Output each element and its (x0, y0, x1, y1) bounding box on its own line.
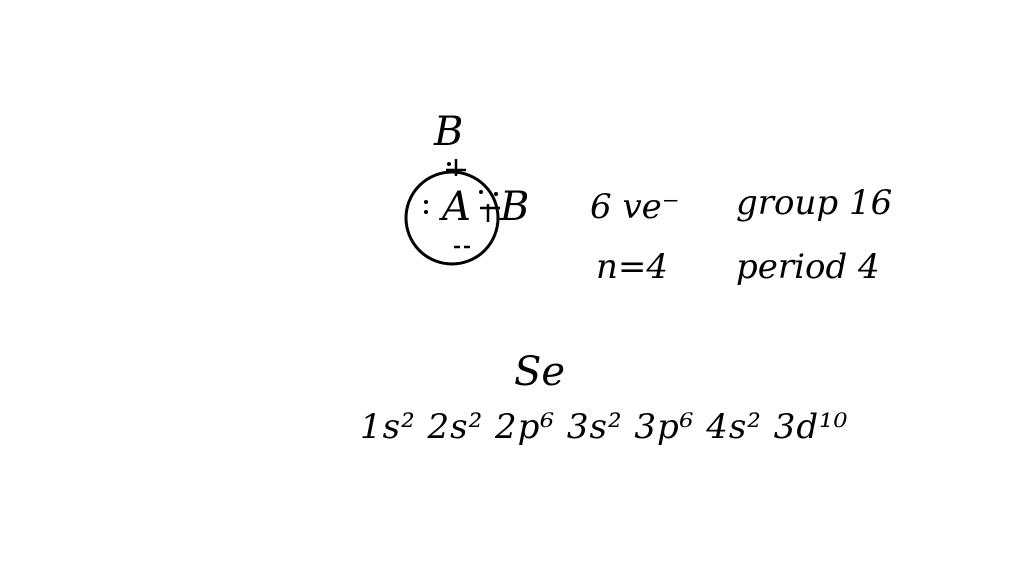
electron-dot (494, 192, 498, 196)
electron-dot (424, 200, 428, 204)
period-note: period 4 (736, 247, 880, 287)
electron-configuration: 1s² 2s² 2p⁶ 3s² 3p⁶ 4s² 3d¹⁰ (360, 407, 849, 447)
right-atom-label: B (500, 184, 530, 230)
electron-dot (447, 162, 451, 166)
group-note: group 16 (736, 183, 893, 223)
atom-circle (404, 170, 500, 266)
center-atom-label: A (442, 184, 471, 230)
electron-dot (479, 190, 483, 194)
element-symbol: Se (514, 349, 566, 395)
electron-dot (424, 210, 428, 214)
shell-note: n=4 (596, 247, 669, 287)
valence-electrons-note: 6 ve⁻ (590, 187, 680, 227)
top-atom-label: B (434, 109, 464, 155)
